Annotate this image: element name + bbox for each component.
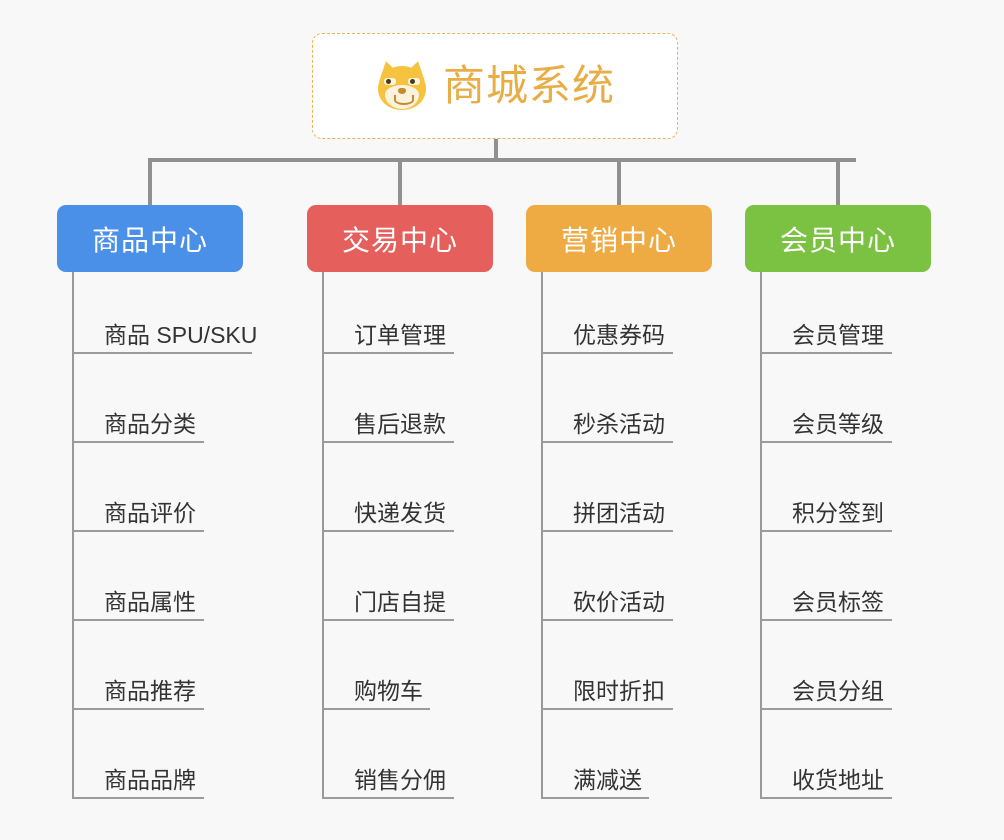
leaf-item-label: 会员等级 xyxy=(792,411,884,437)
leaf-item-label: 砍价活动 xyxy=(573,589,665,615)
category-box-1[interactable]: 商品中心 xyxy=(57,205,243,272)
leaf-item-label: 销售分佣 xyxy=(354,767,446,793)
leaf-underline xyxy=(322,441,454,443)
leaf-item-label: 购物车 xyxy=(354,678,423,704)
leaf-item-label: 满减送 xyxy=(573,767,642,793)
leaf-item-label: 订单管理 xyxy=(354,322,446,348)
leaf-item-label: 商品 SPU/SKU xyxy=(104,322,258,348)
category-label: 商品中心 xyxy=(91,224,208,256)
leaf-item-label: 商品属性 xyxy=(104,589,196,615)
leaf-item-label: 售后退款 xyxy=(354,411,446,437)
leaf-item-label: 优惠券码 xyxy=(573,322,665,348)
leaf-underline xyxy=(541,441,673,443)
leaf-item-label: 拼团活动 xyxy=(573,500,665,526)
leaf-item-label: 限时折扣 xyxy=(573,678,665,704)
leaf-item-label: 商品评价 xyxy=(104,500,196,526)
leaf-item-label: 会员分组 xyxy=(792,678,884,704)
root-title: 商城系统 xyxy=(442,62,615,109)
category-box-2[interactable]: 交易中心 xyxy=(307,205,493,272)
leaf-item-label: 商品分类 xyxy=(104,411,196,437)
branch-drop-connector-4 xyxy=(836,158,840,206)
leaf-underline xyxy=(760,352,892,354)
branch-drop-connector-1 xyxy=(148,158,152,206)
category-label: 会员中心 xyxy=(779,224,896,256)
leaf-trunk-line xyxy=(760,272,762,799)
root-node[interactable]: 商城系统 xyxy=(312,33,678,139)
leaf-underline xyxy=(72,441,204,443)
leaf-underline xyxy=(322,530,454,532)
leaf-underline xyxy=(72,708,204,710)
leaf-underline xyxy=(541,797,649,799)
branch-bus-connector xyxy=(148,158,856,162)
leaf-item-label: 会员标签 xyxy=(792,589,884,615)
leaf-underline xyxy=(322,352,454,354)
leaf-underline xyxy=(760,530,892,532)
leaf-underline xyxy=(322,708,430,710)
leaf-underline xyxy=(322,619,454,621)
leaf-item-label: 积分签到 xyxy=(792,500,884,526)
leaf-item-label: 商品推荐 xyxy=(104,678,196,704)
leaf-item-label: 收货地址 xyxy=(792,767,884,793)
leaf-item-label: 会员管理 xyxy=(792,322,884,348)
leaf-underline xyxy=(541,708,673,710)
category-box-3[interactable]: 营销中心 xyxy=(526,205,712,272)
leaf-trunk-line xyxy=(322,272,324,799)
leaf-item-label: 快递发货 xyxy=(354,500,446,526)
leaf-underline xyxy=(760,797,892,799)
leaf-underline xyxy=(760,619,892,621)
leaf-underline xyxy=(322,797,454,799)
leaf-underline xyxy=(72,619,204,621)
leaf-item-label: 商品品牌 xyxy=(104,767,196,793)
category-label: 营销中心 xyxy=(560,224,677,256)
leaf-item-label: 秒杀活动 xyxy=(573,411,665,437)
leaf-trunk-line xyxy=(72,272,74,799)
leaf-underline xyxy=(541,530,673,532)
leaf-underline xyxy=(760,441,892,443)
leaf-underline xyxy=(72,530,204,532)
leaf-underline xyxy=(541,352,673,354)
leaf-item-label: 门店自提 xyxy=(354,589,446,615)
leaf-trunk-line xyxy=(541,272,543,799)
root-stem-connector xyxy=(494,139,498,161)
shiba-inu-dog-icon xyxy=(375,58,429,112)
branch-drop-connector-3 xyxy=(617,158,621,206)
leaf-underline xyxy=(72,797,204,799)
category-label: 交易中心 xyxy=(341,224,458,256)
branch-drop-connector-2 xyxy=(398,158,402,206)
leaf-underline xyxy=(72,352,252,354)
category-box-4[interactable]: 会员中心 xyxy=(745,205,931,272)
leaf-underline xyxy=(541,619,673,621)
leaf-underline xyxy=(760,708,892,710)
